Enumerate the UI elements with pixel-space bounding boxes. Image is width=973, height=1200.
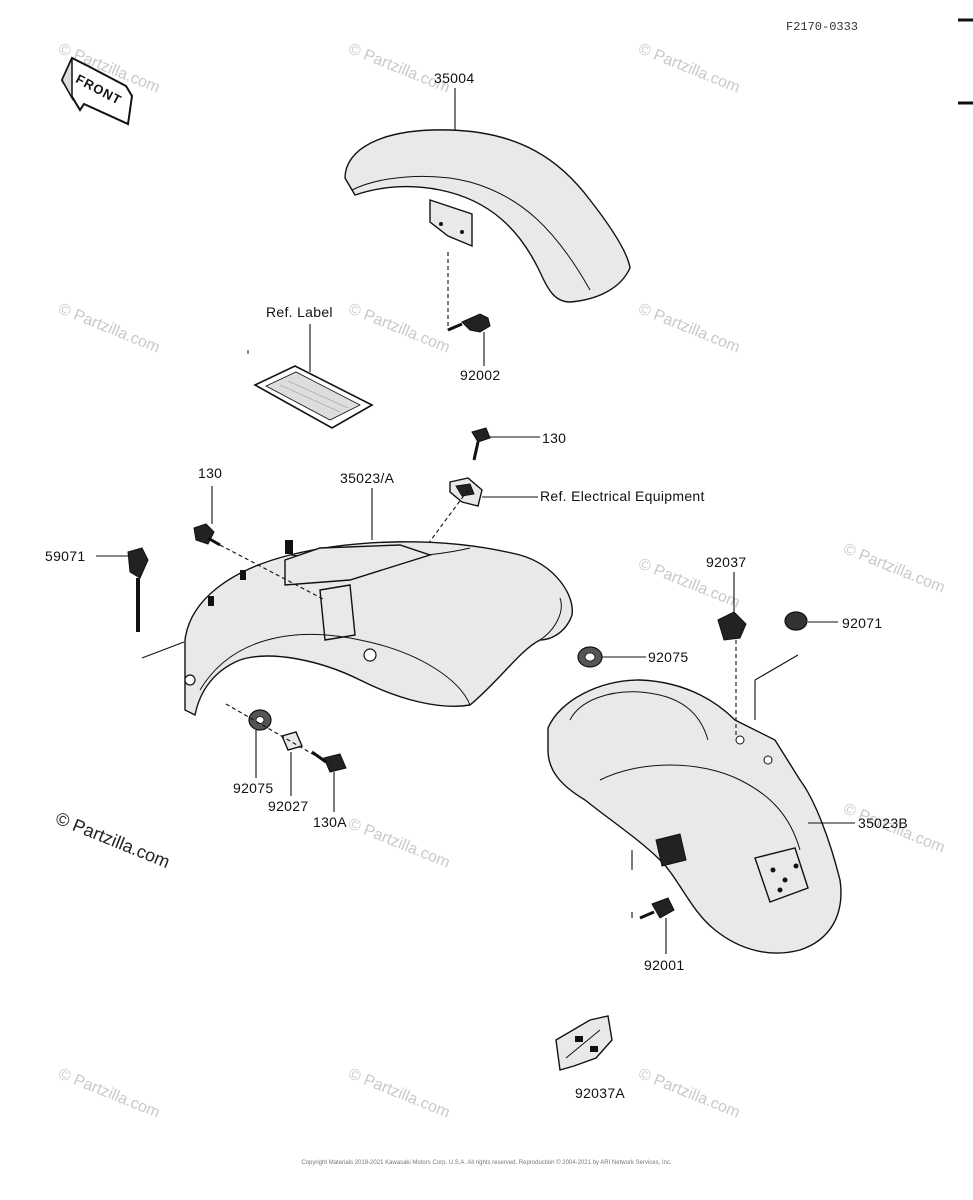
bracket-59071 [127, 547, 149, 632]
bracket-92037a [555, 1015, 613, 1071]
bolt-92001 [639, 897, 675, 920]
copyright-notice: Copyright Materials 2019-2021 Kawasaki M… [301, 1160, 672, 1166]
label-92075-left: 92075 [233, 780, 274, 796]
label-130-top: 130 [542, 430, 567, 446]
label-35023b: 35023B [858, 815, 909, 831]
label-130a: 130A [313, 814, 347, 830]
front-arrow-icon [60, 56, 134, 126]
bolt-92002 [447, 313, 491, 333]
label-ref-label: Ref. Label [266, 304, 333, 320]
label-59071: 59071 [45, 548, 86, 564]
label-92075-right: 92075 [648, 649, 689, 665]
collar-92027 [281, 731, 303, 751]
label-ref-electrical: Ref. Electrical Equipment [540, 488, 705, 504]
front-fender-35004 [344, 129, 631, 303]
label-35023a: 35023/A [340, 470, 395, 486]
ref-label-sticker [253, 365, 374, 429]
label-92071: 92071 [842, 615, 883, 631]
label-92037a: 92037A [575, 1085, 626, 1101]
bolt-130-left [193, 523, 221, 547]
label-92027: 92027 [268, 798, 309, 814]
diagram-code: F2170-0333 [786, 20, 859, 34]
label-92037: 92037 [706, 554, 747, 570]
grommet-92075-right [577, 646, 603, 668]
label-92001: 92001 [644, 957, 685, 973]
label-35004: 35004 [434, 70, 475, 86]
grommet-92071 [784, 611, 808, 631]
grommet-92075-left [248, 709, 272, 731]
rear-fender-35023b [547, 679, 842, 954]
bolt-130a [311, 750, 347, 773]
label-92002: 92002 [460, 367, 501, 383]
rear-fender-35023a [184, 540, 573, 717]
label-130-left: 130 [198, 465, 223, 481]
clip-92037 [717, 611, 747, 641]
bolt-130-top [471, 427, 491, 461]
